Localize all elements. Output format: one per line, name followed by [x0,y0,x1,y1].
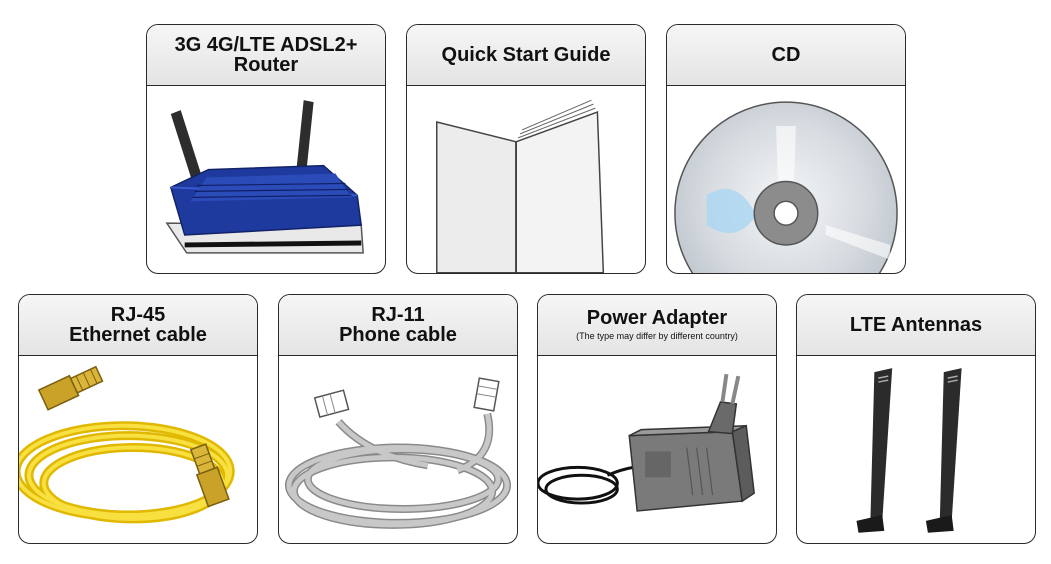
item-title-line2: Phone cable [339,325,457,345]
item-title: CD [772,45,801,65]
router-illustration [147,86,385,273]
card-ethernet-cable: RJ-45 Ethernet cable [18,294,258,544]
card-header: CD [667,25,905,86]
card-header: 3G 4G/LTE ADSL2+ Router [147,25,385,86]
item-title: RJ-11 [371,305,424,325]
guide-illustration [407,86,645,273]
item-title-line2: Ethernet cable [69,325,207,345]
item-title: 3G 4G/LTE ADSL2+ [175,35,358,55]
item-title-line2: Router [234,55,298,75]
card-router: 3G 4G/LTE ADSL2+ Router [146,24,386,274]
card-cd: CD [666,24,906,274]
antenna-right [926,368,962,533]
power-adapter-illustration [538,356,776,543]
card-header: RJ-11 Phone cable [279,295,517,356]
item-note: (The type may differ by different countr… [576,331,738,342]
item-title: Quick Start Guide [442,45,611,65]
card-lte-antennas: LTE Antennas [796,294,1036,544]
ethernet-cable-illustration [19,356,257,543]
lte-antennas-illustration [797,356,1035,543]
item-title: LTE Antennas [850,315,982,335]
card-power-adapter: Power Adapter (The type may differ by di… [537,294,777,544]
card-header: LTE Antennas [797,295,1035,356]
item-title: Power Adapter [587,308,727,328]
card-quick-start-guide: Quick Start Guide [406,24,646,274]
phone-cable-illustration [279,356,517,543]
item-title: RJ-45 [111,305,165,325]
card-phone-cable: RJ-11 Phone cable [278,294,518,544]
antenna-left [857,368,893,533]
card-header: Power Adapter (The type may differ by di… [538,295,776,356]
card-header: Quick Start Guide [407,25,645,86]
cd-illustration [667,86,905,273]
card-header: RJ-45 Ethernet cable [19,295,257,356]
